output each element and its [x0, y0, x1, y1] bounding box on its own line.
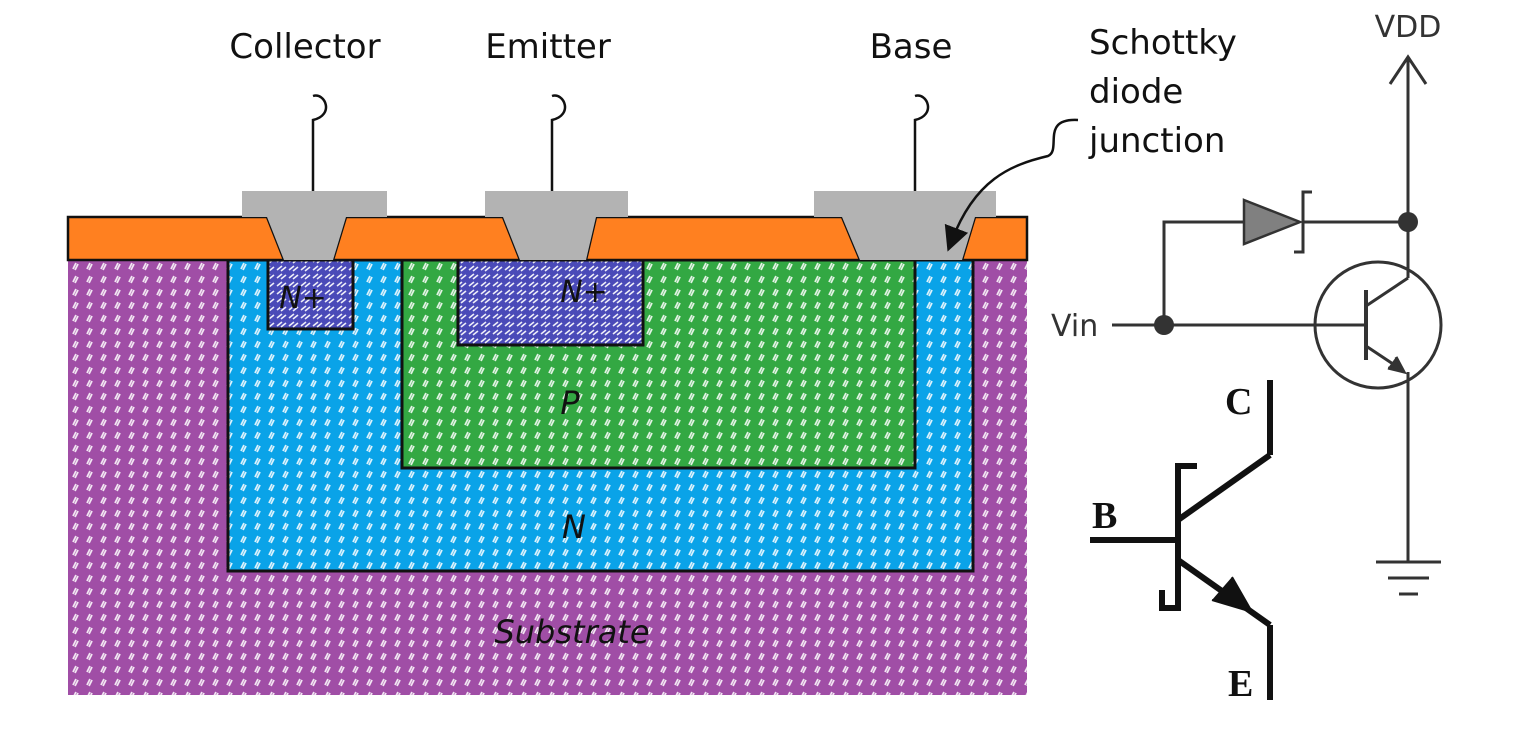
symbol-base-label: B	[1092, 495, 1117, 537]
emitter-contact	[485, 191, 628, 260]
base-label: Base	[870, 27, 953, 67]
vdd-label: VDD	[1375, 10, 1442, 45]
junction-dot-vdd	[1398, 212, 1418, 232]
junction-dot-vin	[1154, 315, 1174, 335]
n-region-label: N	[562, 508, 586, 546]
substrate-label: Substrate	[494, 613, 649, 651]
ground-icon	[1376, 560, 1441, 596]
transistor-icon	[1313, 260, 1443, 390]
terminal-leads	[311, 94, 930, 191]
collector-nplus-region	[266, 258, 355, 331]
collector-nplus-label: N+	[279, 281, 327, 316]
collector-label: Collector	[229, 27, 380, 67]
vin-label: Vin	[1051, 309, 1098, 344]
schottky-circuit	[1112, 54, 1443, 596]
annotation-line-3: junction	[1088, 121, 1225, 161]
p-region-label: P	[560, 384, 580, 422]
collector-contact	[242, 191, 387, 260]
annotation-arrow	[944, 118, 1079, 252]
oxide-layer	[66, 215, 1029, 262]
emitter-nplus-label: N+	[560, 275, 608, 310]
emitter-arrow-icon	[1211, 576, 1255, 614]
cross-section: Collector Emitter Base Schottky diode ju…	[66, 23, 1237, 695]
schottky-transistor-symbol	[1090, 380, 1273, 700]
emitter-label: Emitter	[485, 27, 611, 67]
symbol-collector-label: C	[1225, 381, 1252, 423]
annotation-line-1: Schottky	[1089, 23, 1237, 63]
annotation-line-2: diode	[1089, 72, 1183, 112]
emitter-nplus-region	[456, 258, 645, 347]
symbol-emitter-label: E	[1228, 663, 1253, 705]
schottky-diode-icon	[1242, 198, 1304, 246]
